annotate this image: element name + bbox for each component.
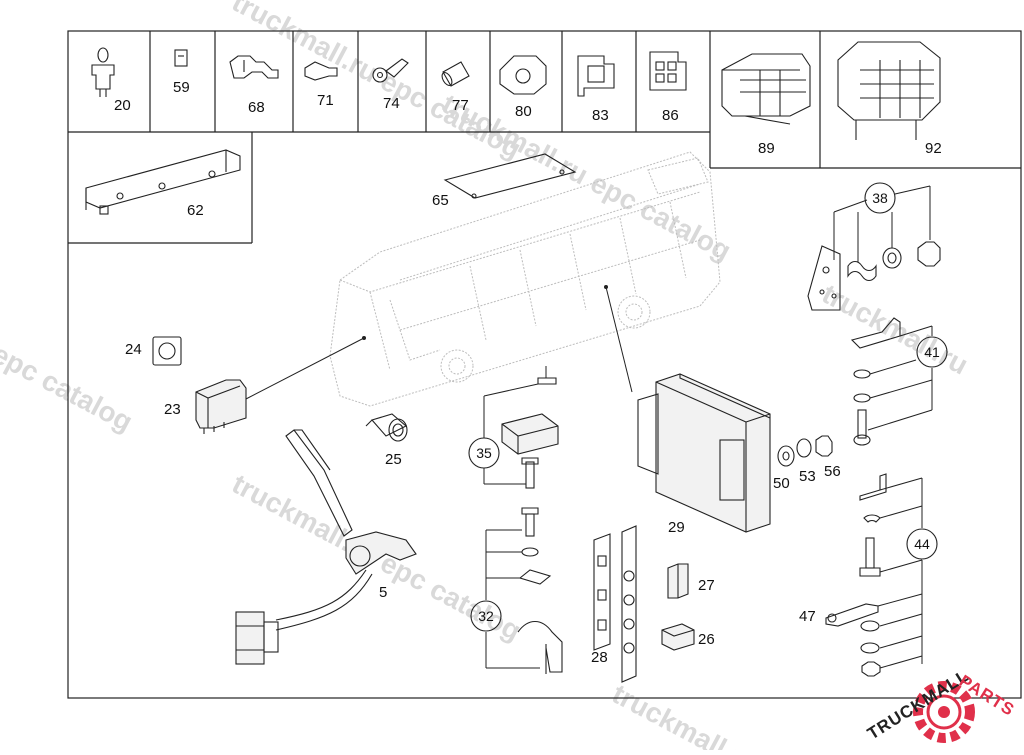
cover-panel-65: 65 bbox=[432, 153, 577, 209]
leader-lines bbox=[243, 285, 633, 401]
part-label: 20 bbox=[114, 97, 131, 114]
top-row-parts: 20 59 68 71 74 77 80 83 86 89 92 bbox=[91, 41, 942, 157]
mounting-group-38: 38 bbox=[807, 182, 941, 311]
part-label: 26 bbox=[698, 631, 715, 648]
watermark-text: truckmall.ru bbox=[607, 678, 763, 750]
bracket-62: 62 bbox=[85, 149, 241, 219]
ring-terminal-icon bbox=[372, 58, 409, 83]
part-label: 65 bbox=[432, 192, 449, 209]
part-label: 83 bbox=[592, 107, 609, 124]
callout-label: 38 bbox=[872, 190, 888, 206]
part-label: 59 bbox=[173, 79, 190, 96]
control-unit-icon: 29 bbox=[637, 373, 771, 536]
part-label: 24 bbox=[125, 341, 142, 358]
part-label: 29 bbox=[668, 519, 685, 536]
relay-block-icon bbox=[721, 53, 811, 125]
switch-cover-24: 24 bbox=[125, 336, 182, 366]
part-label: 53 bbox=[799, 468, 816, 485]
watermark-text: epc catalog bbox=[0, 338, 138, 438]
watermark-text: truckmall.ru epc catalog bbox=[437, 88, 736, 267]
mounting-group-41: 41 bbox=[850, 317, 948, 446]
diagram-frame bbox=[67, 30, 1022, 699]
bulb-socket-icon bbox=[91, 47, 115, 97]
cable-harness-5: 5 bbox=[235, 429, 417, 665]
mounting-group-32: 32 bbox=[470, 507, 563, 674]
callout-label: 41 bbox=[924, 344, 940, 360]
part-label: 68 bbox=[248, 99, 265, 116]
switch-icon: 23 bbox=[164, 379, 247, 434]
brand-logo: TRUCKMALL PARTS bbox=[864, 666, 1018, 743]
mounting-group-35: 35 bbox=[468, 366, 559, 489]
part-label: 5 bbox=[379, 584, 387, 601]
sleeve-icon bbox=[441, 61, 470, 87]
callout-label: 35 bbox=[476, 445, 492, 461]
logo-gear-icon bbox=[913, 681, 975, 743]
watermark-layer: truckmall.ru epc catalog truckmall.ru ep… bbox=[0, 0, 973, 755]
terminal-plates-28: 28 bbox=[591, 525, 637, 683]
bus-outline-icon bbox=[329, 151, 721, 407]
callout-label: 32 bbox=[478, 608, 494, 624]
part-label: 56 bbox=[824, 463, 841, 480]
connector-icon bbox=[499, 55, 547, 95]
relay-26: 26 bbox=[661, 623, 715, 651]
part-label: 71 bbox=[317, 92, 334, 109]
watermark-text: truckmall.ru bbox=[817, 278, 973, 381]
watermark-text: truckmall.ru epc catalog bbox=[227, 0, 526, 165]
terminal-icon bbox=[229, 55, 279, 79]
part-label: 80 bbox=[515, 103, 532, 120]
connector-icon bbox=[577, 55, 615, 97]
relay-27: 27 bbox=[667, 563, 715, 599]
clip-icon bbox=[174, 49, 188, 67]
part-label: 77 bbox=[452, 97, 469, 114]
part-label: 50 bbox=[773, 475, 790, 492]
top-row-grid bbox=[68, 31, 1021, 244]
part-label: 47 bbox=[799, 608, 816, 625]
relay-block-icon bbox=[837, 41, 941, 140]
part-label: 89 bbox=[758, 140, 775, 157]
part-label: 28 bbox=[591, 649, 608, 666]
part-label: 92 bbox=[925, 140, 942, 157]
nut-washer-set: 50 53 56 bbox=[773, 435, 841, 492]
part-label: 25 bbox=[385, 451, 402, 468]
part-label: 62 bbox=[187, 202, 204, 219]
part-label: 86 bbox=[662, 107, 679, 124]
pin-icon bbox=[304, 61, 338, 81]
part-label: 23 bbox=[164, 401, 181, 418]
part-label: 27 bbox=[698, 577, 715, 594]
part-label: 74 bbox=[383, 95, 400, 112]
connector-icon bbox=[649, 51, 687, 91]
callout-label: 44 bbox=[914, 536, 930, 552]
mounting-group-44: 44 47 bbox=[799, 473, 938, 677]
socket-25: 25 bbox=[365, 413, 408, 468]
